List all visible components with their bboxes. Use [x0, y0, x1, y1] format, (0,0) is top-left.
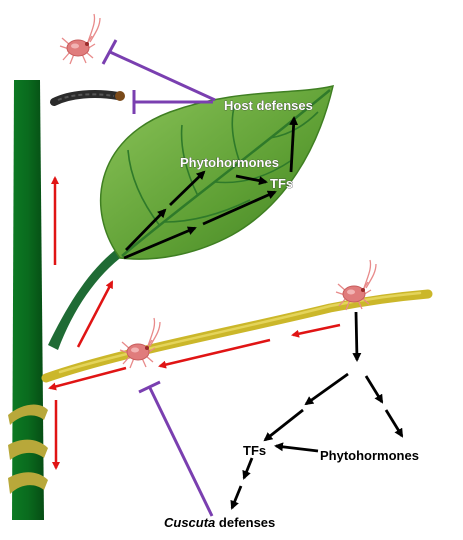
host-defenses-label: Host defenses — [224, 98, 313, 113]
pathway-arrow — [384, 409, 404, 438]
pathway-arrow — [124, 208, 167, 251]
cuscuta-strand — [8, 289, 433, 494]
pathway-arrow — [230, 485, 243, 510]
pathway-arrow — [263, 408, 304, 442]
pathway-arrow — [274, 442, 319, 453]
spider-mite-icon — [335, 259, 377, 311]
cuscuta-pathway-arrows — [230, 311, 404, 510]
pathway-arrow — [235, 174, 268, 186]
pathway-arrow — [289, 116, 299, 173]
cuscuta-coil — [8, 404, 48, 425]
host-leaf — [48, 84, 335, 350]
leaf-vein — [164, 199, 251, 223]
pathway-arrow — [242, 457, 254, 480]
pathway-arrow — [202, 190, 277, 226]
cuscuta-coil — [8, 472, 48, 494]
cuscuta-word: Cuscuta — [164, 515, 215, 530]
tfs-cuscuta-label: TFs — [243, 443, 266, 458]
leaf-vein — [214, 159, 293, 184]
pathway-arrow — [364, 375, 384, 404]
leaf-pathway-arrows — [123, 116, 299, 260]
signal-arrow — [48, 366, 127, 391]
leaf-vein — [180, 124, 199, 197]
inhibit-line — [109, 50, 216, 102]
pathway-arrow — [352, 311, 362, 362]
leaf-vein — [269, 111, 319, 139]
cuscuta-highlight — [58, 291, 422, 374]
cuscuta-coil — [8, 439, 48, 460]
inhibition-lines — [101, 39, 216, 517]
tfs-leaf-label: TFs — [270, 176, 293, 191]
inhibit-bar — [138, 380, 161, 394]
phytohormones-cuscuta-label: Phytohormones — [320, 448, 419, 463]
cuscuta-defenses-label: Cuscuta defenses — [164, 515, 275, 530]
signal-arrows — [48, 176, 341, 470]
cuscuta-defenses-suffix: defenses — [215, 515, 275, 530]
inhibit-line — [148, 387, 214, 517]
leaf-vein — [127, 149, 161, 227]
pathway-arrow — [169, 170, 206, 207]
leaf-vein — [231, 103, 241, 164]
signal-arrow — [291, 323, 341, 338]
spider-mite-icon — [119, 317, 161, 369]
phytohormones-leaf-label: Phytohormones — [180, 155, 279, 170]
pathway-arrow — [304, 372, 349, 406]
spider-mite-icon — [59, 13, 101, 65]
inhibit-bar — [101, 39, 118, 65]
petiole — [48, 240, 134, 350]
cuscuta-body — [41, 289, 433, 383]
signal-arrow — [158, 338, 271, 369]
caterpillar-icon — [50, 90, 125, 106]
signal-arrow — [76, 280, 114, 348]
pathway-arrow — [123, 226, 197, 260]
